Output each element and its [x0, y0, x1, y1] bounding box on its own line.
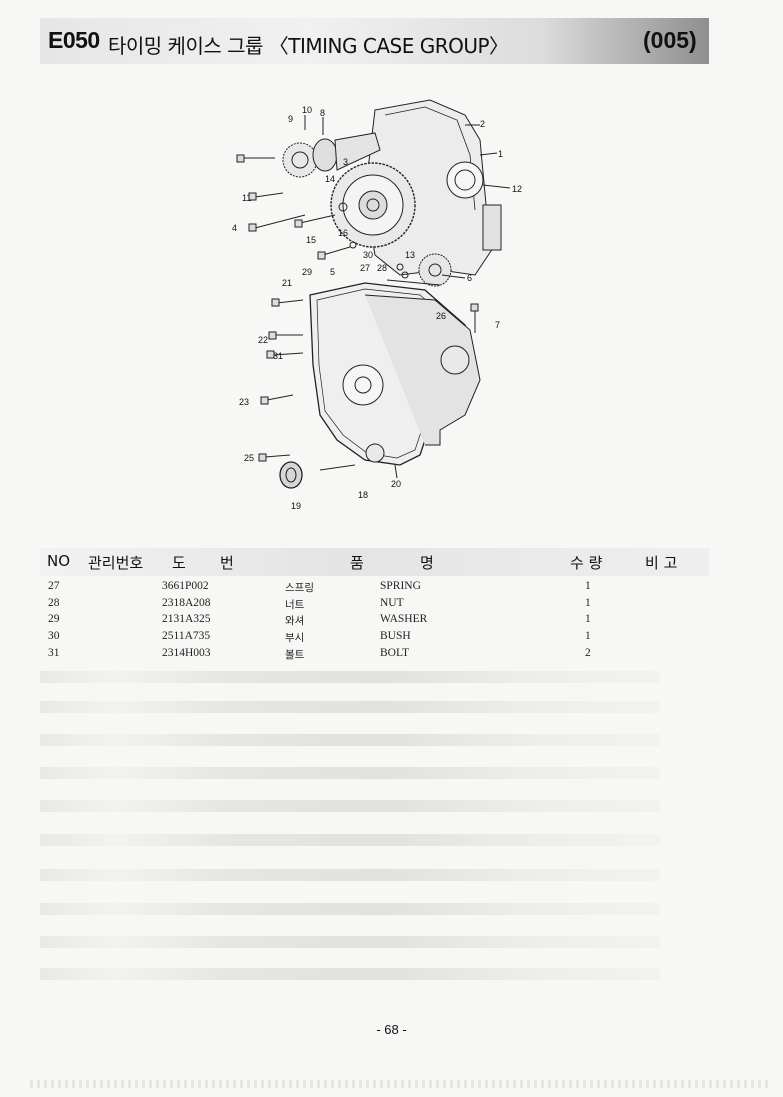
row-no: 30 [48, 630, 60, 642]
empty-row [40, 671, 660, 683]
callout-18: 18 [358, 490, 369, 500]
callout-2: 2 [480, 119, 486, 129]
timing-case-exploded-diagram: 10 9 8 2 1 3 12 14 11 4 15 16 13 30 27 2… [225, 95, 535, 515]
callout-31: 31 [273, 351, 284, 361]
row-qty: 2 [585, 647, 591, 659]
col-header-part-name-2: 명 [420, 554, 434, 572]
callout-14: 14 [325, 174, 336, 184]
row-name-en: NUT [380, 597, 404, 609]
col-header-mgmt-no: 관리번호 [88, 554, 144, 572]
empty-row [40, 903, 660, 915]
callout-23: 23 [239, 397, 250, 407]
callout-13: 13 [405, 250, 416, 260]
empty-row [40, 834, 660, 846]
group-page-code: (005) [643, 27, 697, 53]
row-part-no: 2131A325 [162, 613, 211, 625]
empty-row [40, 936, 660, 948]
callout-10: 10 [302, 105, 313, 115]
group-code: E050 [48, 27, 100, 53]
callout-4: 4 [232, 223, 238, 233]
callout-21: 21 [282, 278, 293, 288]
scan-artifact [30, 1080, 770, 1088]
diagram-illustration [236, 99, 511, 489]
row-qty: 1 [585, 580, 591, 592]
callout-12: 12 [512, 184, 523, 194]
col-header-no: NO [47, 552, 71, 570]
callout-9: 9 [288, 114, 294, 124]
empty-row [40, 734, 660, 746]
callout-7: 7 [495, 320, 501, 330]
callout-27: 27 [360, 263, 371, 273]
row-name-ko: 볼트 [285, 649, 305, 661]
callout-28: 28 [377, 263, 388, 273]
empty-row [40, 800, 660, 812]
empty-row [40, 767, 660, 779]
callout-6: 6 [467, 273, 473, 283]
col-header-remarks: 비 고 [645, 554, 678, 572]
empty-row [40, 869, 660, 881]
table-row: 30 2511A735 부시 BUSH 1 [40, 630, 700, 646]
row-name-en: WASHER [380, 613, 428, 625]
row-part-no: 2314H003 [162, 647, 211, 659]
col-header-qty: 수 량 [570, 554, 603, 572]
callout-19: 19 [291, 501, 302, 511]
row-part-no: 2511A735 [162, 630, 211, 642]
parts-table-header [40, 548, 709, 576]
row-name-en: BUSH [380, 630, 411, 642]
callout-5: 5 [330, 267, 336, 277]
row-no: 31 [48, 647, 60, 659]
callout-3: 3 [343, 157, 349, 167]
callout-11: 11 [242, 193, 252, 203]
row-name-en: BOLT [380, 647, 409, 659]
callout-29: 29 [302, 267, 313, 277]
callout-1: 1 [498, 149, 504, 159]
callout-26: 26 [436, 311, 447, 321]
page-number: - 68 - [376, 1022, 407, 1037]
callout-20: 20 [391, 479, 402, 489]
table-row: 28 2318A208 너트 NUT 1 [40, 597, 700, 613]
row-no: 27 [48, 580, 60, 592]
callout-15: 15 [306, 235, 317, 245]
row-qty: 1 [585, 597, 591, 609]
row-name-en: SPRING [380, 580, 421, 592]
col-header-part-name-1: 품 [350, 554, 364, 572]
col-header-drawing-no-2: 번 [220, 554, 234, 572]
row-name-ko: 스프링 [285, 582, 314, 594]
row-no: 29 [48, 613, 60, 625]
table-row: 27 3661P002 스프링 SPRING 1 [40, 580, 700, 596]
col-header-drawing-no-1: 도 [172, 554, 186, 572]
callout-8: 8 [320, 108, 326, 118]
row-part-no: 2318A208 [162, 597, 211, 609]
callout-30: 30 [363, 250, 374, 260]
callout-25: 25 [244, 453, 255, 463]
row-qty: 1 [585, 613, 591, 625]
row-name-ko: 너트 [285, 599, 305, 611]
row-name-ko: 부시 [285, 632, 305, 644]
empty-row [40, 968, 660, 980]
row-qty: 1 [585, 630, 591, 642]
row-no: 28 [48, 597, 60, 609]
header-bar [40, 18, 709, 64]
group-title: 타이밍 케이스 그룹 〈TIMING CASE GROUP〉 [108, 34, 509, 58]
callout-16: 16 [338, 228, 349, 238]
table-row: 31 2314H003 볼트 BOLT 2 [40, 647, 700, 663]
callout-22: 22 [258, 335, 269, 345]
row-name-ko: 와셔 [285, 615, 305, 627]
row-part-no: 3661P002 [162, 580, 209, 592]
table-row: 29 2131A325 와셔 WASHER 1 [40, 613, 700, 629]
empty-row [40, 701, 660, 713]
